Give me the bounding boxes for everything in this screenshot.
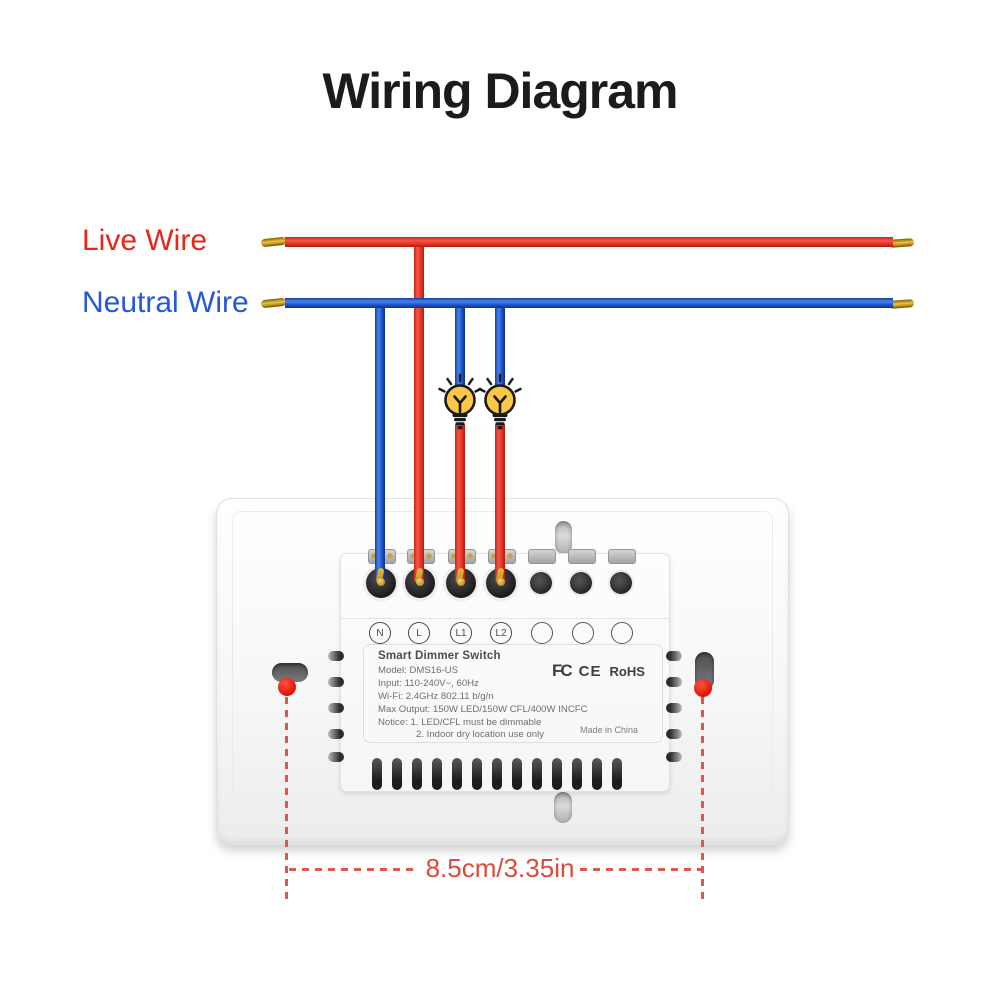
dimension-line-horizontal: [580, 868, 702, 871]
vent-slot: [552, 758, 562, 790]
mounting-slot-left: [272, 663, 308, 682]
side-clip: [328, 729, 344, 739]
dimension-label: 8.5cm/3.35in: [425, 853, 575, 883]
terminal-label-empty: [572, 622, 594, 644]
terminal-label-empty: [611, 622, 633, 644]
vent-slot: [452, 758, 462, 790]
neutral-wire-drop-lamp2: [495, 302, 505, 387]
live-wire-drop-l: [414, 238, 424, 582]
neutral-wire-drop-n: [375, 302, 385, 582]
vent-slot: [432, 758, 442, 790]
spec-panel: Smart Dimmer Switch Model: DMS16-US Inpu…: [363, 644, 663, 743]
switch-module: N L L1 L2 Smart Dimmer Switch Model: DMS…: [328, 549, 682, 792]
terminal-empty: [610, 572, 632, 594]
fcc-mark-icon: FC: [552, 661, 573, 680]
live-wire-label: Live Wire: [82, 224, 208, 257]
side-clip: [328, 752, 344, 762]
copper-tip: [497, 578, 505, 586]
side-clip: [666, 752, 682, 762]
certification-marks: FC CE RoHS: [552, 661, 645, 681]
live-wire: [285, 237, 893, 247]
side-clip: [666, 729, 682, 739]
vent-slot: [472, 758, 482, 790]
terminal-label-n: N: [369, 622, 391, 644]
vent-slot: [372, 758, 382, 790]
copper-tip: [457, 578, 465, 586]
page-title: Wiring Diagram: [322, 63, 678, 119]
spec-model: Model: DMS16-US: [378, 665, 458, 676]
neutral-wire-label: Neutral Wire: [82, 286, 249, 319]
side-clip: [666, 677, 682, 687]
light-bulb-icon: [478, 373, 522, 430]
vent-slot: [412, 758, 422, 790]
dimension-line-left: [285, 697, 288, 905]
spec-output: Max Output: 150W LED/150W CFL/400W INCFC: [378, 704, 588, 715]
vent-slot: [532, 758, 542, 790]
neutral-wire-tip-left: [260, 297, 287, 309]
plate-screw-hole-top: [555, 521, 572, 554]
vent-slot: [612, 758, 622, 790]
terminal-label-empty: [531, 622, 553, 644]
lamp2-load-wire: [495, 424, 505, 582]
ce-mark-icon: CE: [578, 663, 602, 680]
vent-slot: [592, 758, 602, 790]
neutral-wire-drop-lamp1: [455, 302, 465, 387]
made-in-label: Made in China: [579, 725, 638, 735]
side-clip: [328, 651, 344, 661]
device-name: Smart Dimmer Switch: [378, 650, 501, 662]
vent-slot: [572, 758, 582, 790]
side-clip: [666, 651, 682, 661]
rohs-mark-icon: RoHS: [609, 664, 645, 679]
side-clip: [328, 703, 344, 713]
terminal-empty: [530, 572, 552, 594]
dimension-anchor-right: [694, 679, 712, 697]
terminal-clamp: [608, 549, 636, 564]
dimension-anchor-left: [278, 678, 296, 696]
vent-slot: [392, 758, 402, 790]
vent-slot: [512, 758, 522, 790]
side-clip: [666, 703, 682, 713]
copper-tip: [377, 578, 385, 586]
terminal-label-l: L: [408, 622, 430, 644]
plate-screw-hole-bottom: [554, 792, 572, 823]
lamp1-load-wire: [455, 424, 465, 582]
light-bulb-icon: [438, 373, 482, 430]
terminal-label-l2: L2: [490, 622, 512, 644]
neutral-wire: [285, 298, 893, 308]
dimension-line-horizontal: [289, 868, 419, 871]
spec-notice-1: Notice: 1. LED/CFL must be dimmable: [378, 717, 542, 728]
vent-slot: [492, 758, 502, 790]
terminal-clamp: [528, 549, 556, 564]
live-wire-tip-left: [260, 236, 287, 248]
side-clip: [328, 677, 344, 687]
dimension-line-right: [701, 697, 704, 905]
copper-tip: [416, 578, 424, 586]
spec-wifi: Wi-Fi: 2.4GHz 802.11 b/g/n: [378, 691, 494, 702]
terminal-label-l1: L1: [450, 622, 472, 644]
terminal-clamp: [568, 549, 596, 564]
module-seam: [341, 618, 669, 619]
terminal-empty: [570, 572, 592, 594]
spec-notice-2: 2. Indoor dry location use only: [416, 729, 544, 740]
spec-input: Input: 110-240V~, 60Hz: [378, 678, 479, 689]
